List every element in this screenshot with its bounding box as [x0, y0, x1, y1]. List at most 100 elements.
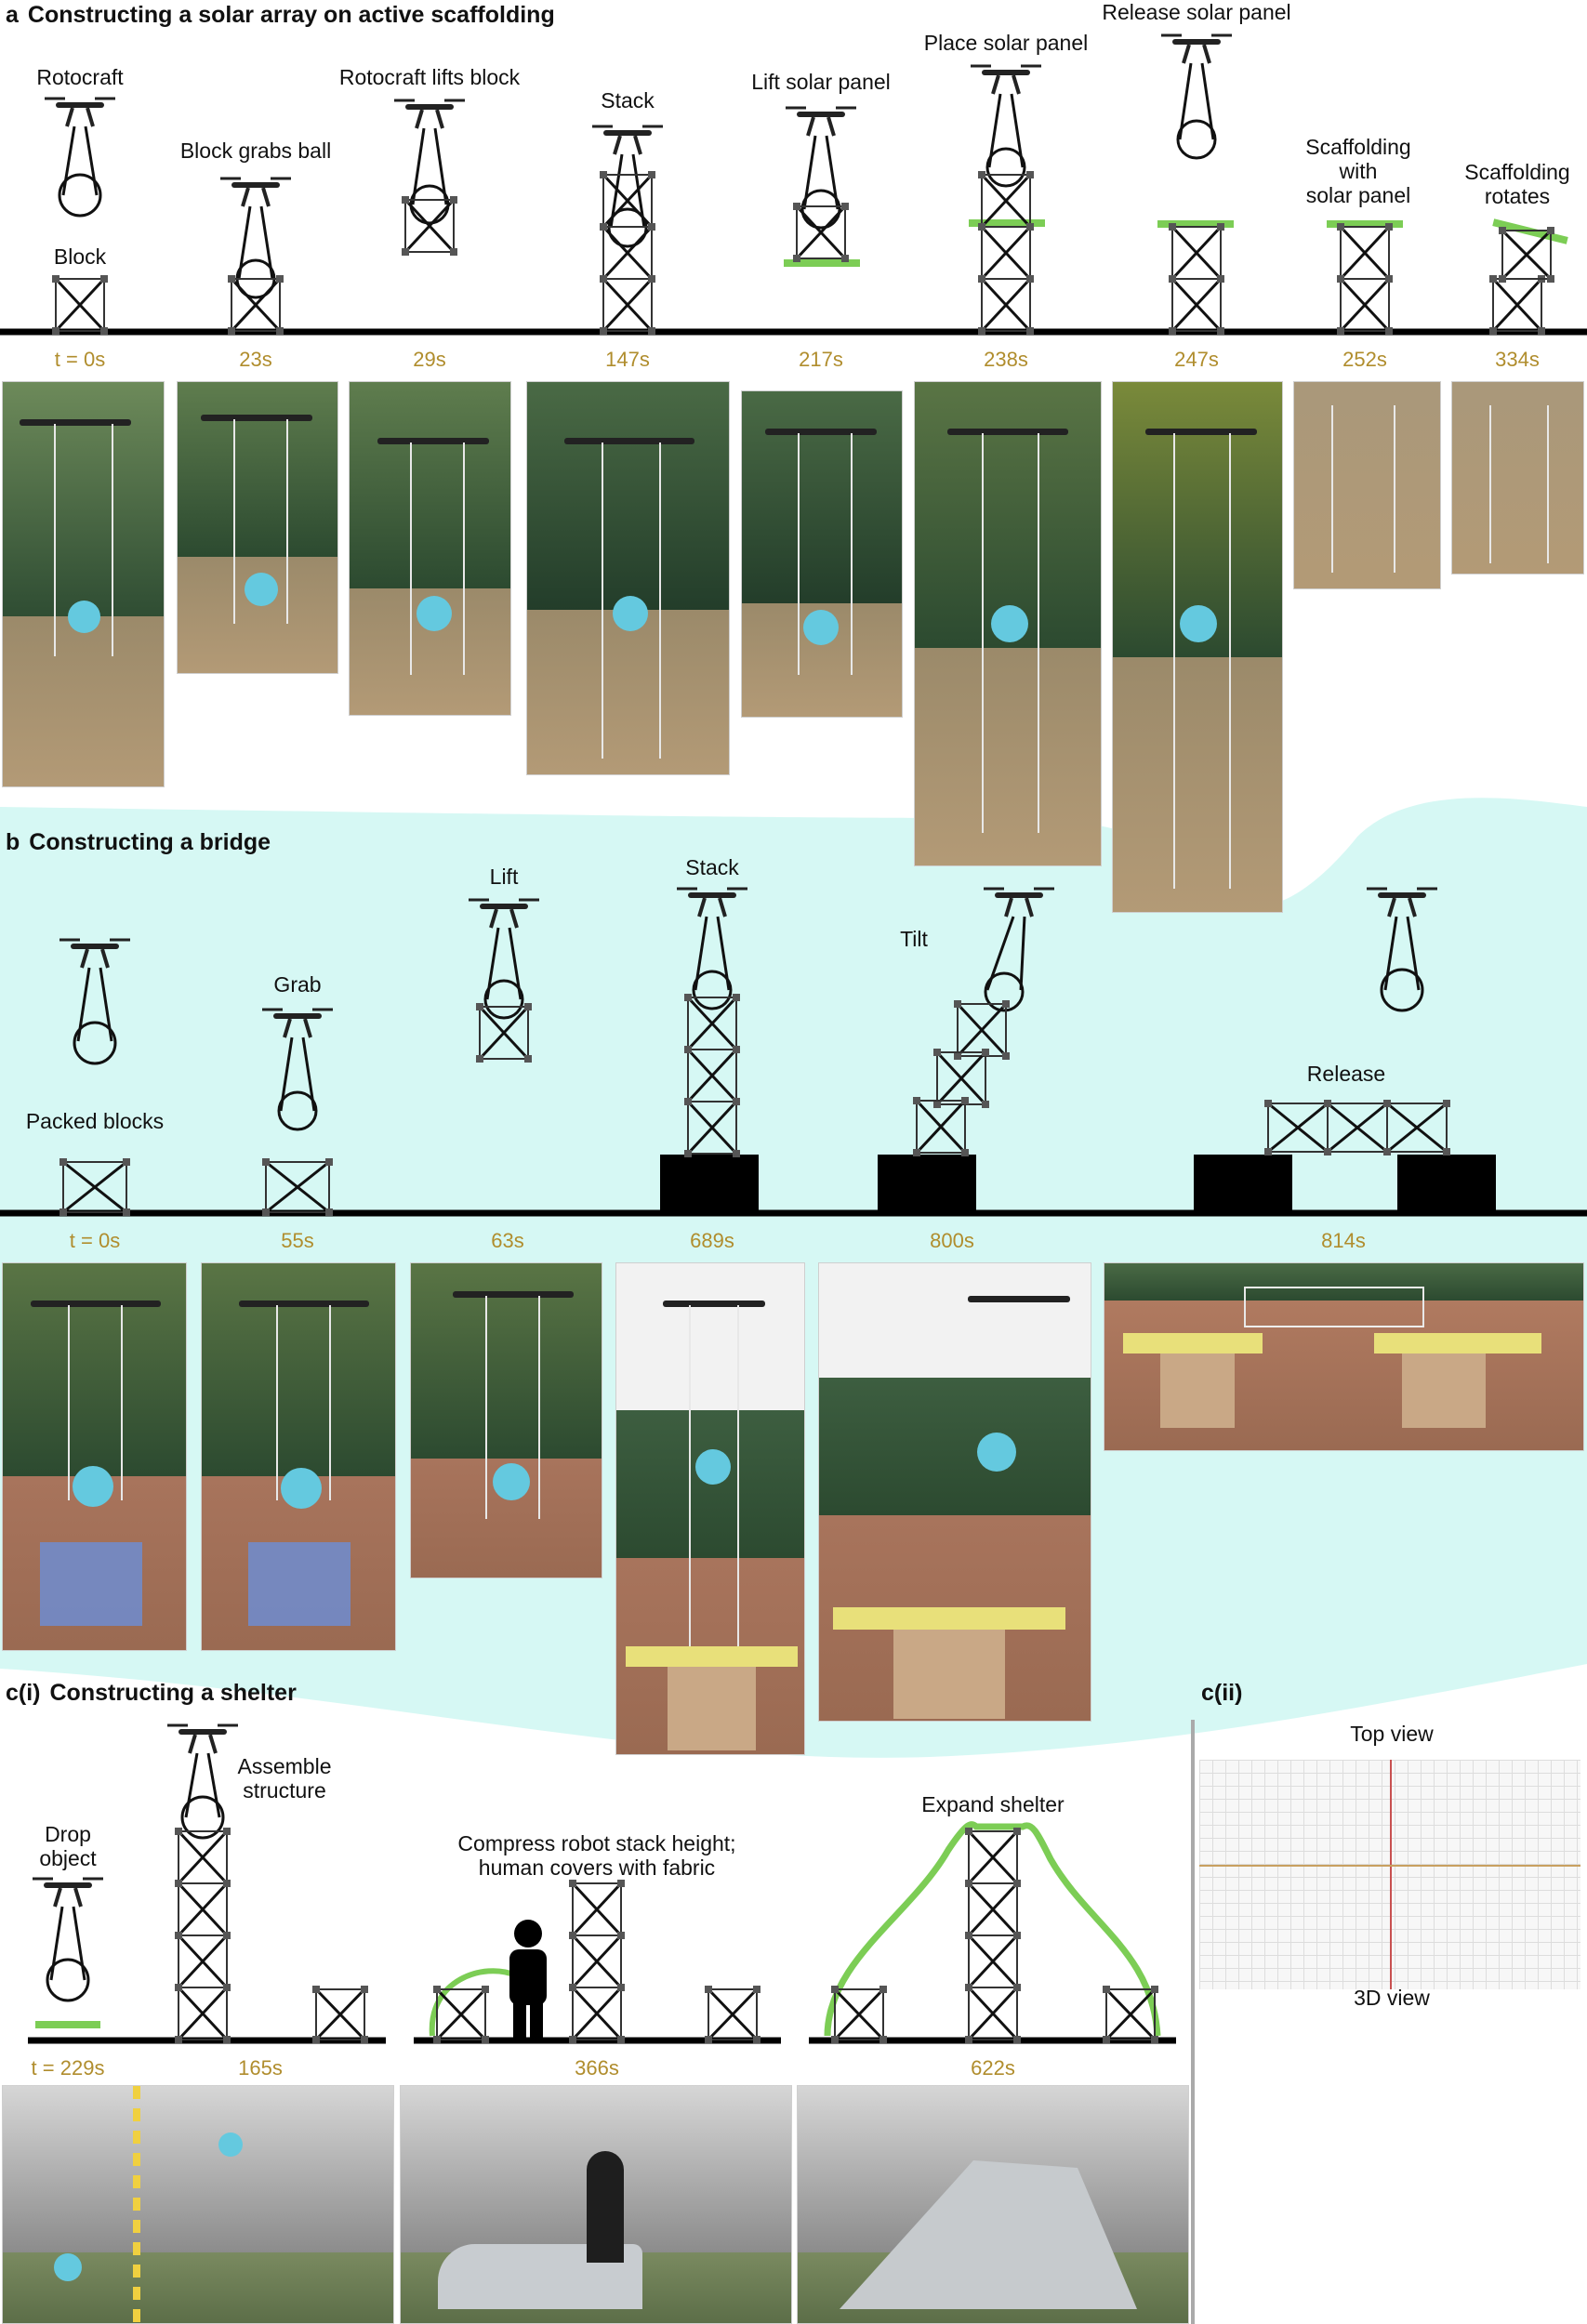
top-view-y-axis [1390, 1760, 1392, 1989]
a-drone-3-leg-left [613, 135, 622, 155]
a-drone-1-body [231, 182, 280, 188]
a-block-8b-joint-bl [1499, 275, 1506, 283]
a-stack-7-block-1-joint-tr [1385, 223, 1393, 231]
ci-block-2a-frame [436, 1988, 486, 2040]
ci-stack-1-block-3-joint-tl [175, 1828, 182, 1835]
a-stack-3-block-2-joint-tl [600, 171, 607, 178]
cardboard-box [668, 1667, 756, 1750]
a-block-1-frame [231, 278, 281, 332]
b-stack-3-block-1-joint-bl [684, 1098, 692, 1105]
time-a-2: 29s [413, 348, 446, 371]
ci-tether-1-left [184, 1752, 199, 1818]
a-block-1-diag2 [230, 277, 282, 333]
ci-block-2a-joint-tr [482, 1986, 489, 1993]
a-block-2-joint-br [450, 248, 457, 256]
time-ci-0: t = 229s [31, 2056, 105, 2080]
a-stack-3-block-0-diag2 [602, 277, 654, 333]
ci-drone-1-body [179, 1729, 227, 1735]
photo-a-1 [177, 381, 338, 674]
ci-block-2b-frame [708, 1988, 758, 2040]
solar-panel-place [969, 219, 1045, 227]
b-tilt-2-frame [916, 1100, 966, 1154]
label-lift-solar-panel: Lift solar panel [751, 70, 891, 94]
a-stack-7-block-0-diag2 [1339, 277, 1391, 333]
label-rotocraft-lifts-block: Rotocraft lifts block [338, 65, 521, 89]
panel-ci-title: c(i)Constructing a shelter [6, 1680, 297, 1707]
bridge-pillar-3 [1194, 1155, 1292, 1212]
a-block-0-joint-tl [52, 275, 60, 283]
b-tilt-0-diag2 [956, 1002, 1008, 1058]
human-body-icon [509, 1949, 547, 2005]
ci-drone-1-leg-left [188, 1734, 197, 1754]
ci-block-3a-diag2 [833, 1987, 885, 2041]
panel-a-letter: a [6, 2, 19, 28]
a-block-0-frame [55, 278, 105, 332]
panel-ci-letter: c(i) [6, 1680, 41, 1706]
b-tilt-1-joint-br [982, 1101, 989, 1108]
a-block-8b-diag2 [1501, 229, 1553, 281]
a-block-4-joint-br [841, 255, 849, 262]
b-tether-4-right [1019, 916, 1026, 991]
time-b-4: 800s [930, 1229, 974, 1252]
table-top-right [1374, 1333, 1541, 1353]
ci-stack-1-block-3-diag2 [177, 1829, 229, 1885]
b-packed-1-frame [265, 1161, 330, 1213]
a-drone-6-leg-left [1182, 44, 1191, 64]
a-stack-6-block-0-diag2 [1170, 277, 1223, 333]
b-packed-0-joint-tr [123, 1158, 130, 1166]
b-block-2-joint-tl [476, 1003, 483, 1010]
ci-block-3b-diag2 [1104, 1987, 1157, 2041]
b-drone-5-leg-left [1387, 897, 1396, 918]
a-tether-0-left [61, 125, 76, 196]
a-block-8b-frame [1501, 230, 1552, 280]
time-a-1: 23s [239, 348, 272, 371]
human-leg-right [530, 2003, 543, 2040]
a-stack-6-block-1-joint-bl [1169, 275, 1176, 283]
a-rotocraft-body [56, 102, 104, 108]
human-head-icon [514, 1920, 542, 1948]
a-stack-7-block-1-joint-tl [1337, 223, 1344, 231]
photo-a-6 [1112, 381, 1283, 913]
ci-stack-2-block-0-diag2 [571, 1986, 623, 2041]
photo-a-8 [1451, 381, 1584, 574]
b-drone-2-leg-right [509, 908, 519, 929]
b-drone-0-body [71, 944, 119, 949]
b-ball-0 [73, 1021, 117, 1065]
b-bridge-2-frame [1386, 1103, 1448, 1153]
a-block-2-frame [404, 199, 455, 253]
ci-tether-0-right [72, 1906, 86, 1981]
ci-block-side-joint-tl [312, 1986, 320, 1993]
ci-tether-0-left [49, 1906, 64, 1981]
a-drone-2-body [405, 104, 454, 110]
b-drone-4-leg-left [1004, 897, 1013, 918]
photo-b-3 [615, 1262, 805, 1755]
a-tether-0-right [84, 125, 99, 196]
a-block-1-joint-tr [276, 275, 284, 283]
ci-stack-3-block-3-joint-bl [965, 1880, 972, 1887]
solar-panel-scaffolding [1327, 220, 1403, 228]
photo-b-0 [2, 1262, 187, 1651]
b-tilt-0-joint-br [1002, 1052, 1010, 1060]
a-block-4-joint-bl [793, 255, 800, 262]
photo-a-7 [1293, 381, 1441, 589]
ci-drone-0-leg-right [73, 1887, 83, 1908]
b-ball-3 [692, 970, 733, 1010]
ci-block-2a-joint-br [482, 2036, 489, 2043]
b-drone-1-leg-left [283, 1018, 292, 1038]
a-stack-3-block-2-frame [602, 174, 653, 228]
b-packed-1-joint-tr [325, 1158, 333, 1166]
ci-stack-3-block-3-frame [968, 1830, 1018, 1884]
a-stack-7-block-1-joint-bl [1337, 275, 1344, 283]
b-tilt-1-joint-tl [933, 1049, 941, 1056]
label-assemble-structure: Assemble structure [237, 1754, 332, 1802]
panel-cii-letter: c(ii) [1201, 1680, 1243, 1706]
label-stack-b: Stack [685, 855, 739, 879]
b-drone-3-leg-right [718, 897, 727, 918]
photo-a-2 [349, 381, 511, 716]
b-block-2-joint-tr [524, 1003, 532, 1010]
ci-block-2a-diag2 [435, 1987, 487, 2041]
ci-stack-1-block-3-frame [178, 1830, 228, 1884]
ci-stack-2-block-1-joint-br [617, 1984, 625, 1991]
b-packed-0-joint-tl [60, 1158, 67, 1166]
